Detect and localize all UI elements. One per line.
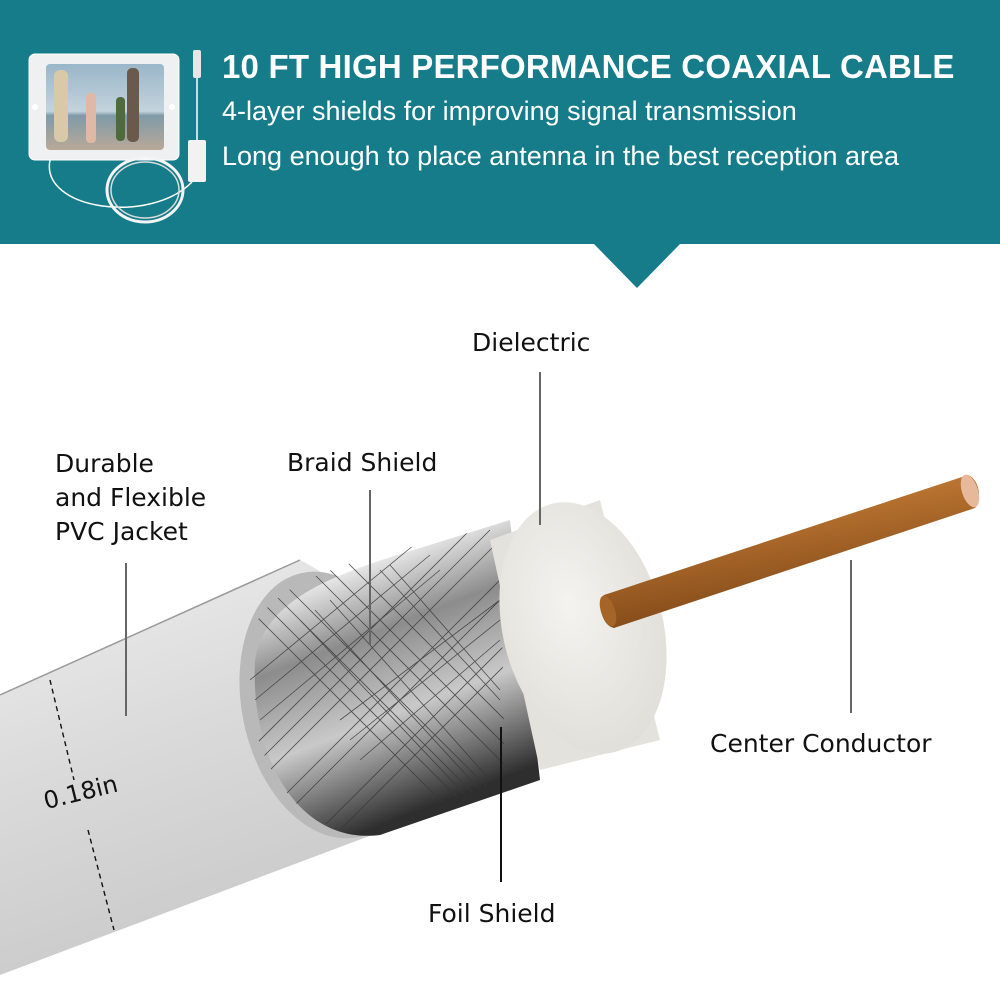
label-braid-shield: Braid Shield	[287, 448, 438, 477]
braid-shield-mesh	[250, 525, 505, 831]
banner-title: 10 FT HIGH PERFORMANCE COAXIAL CABLE	[222, 48, 955, 85]
leader-line-center	[850, 560, 852, 713]
product-thumbnail-image	[28, 50, 206, 224]
center-conductor	[600, 475, 980, 628]
label-center-conductor: Center Conductor	[710, 729, 932, 758]
label-dielectric: Dielectric	[472, 328, 591, 357]
dielectric	[499, 502, 667, 754]
label-pvc-jacket: Durable and Flexible PVC Jacket	[55, 447, 206, 549]
banner-feature-line-1: 4-layer shields for improving signal tra…	[222, 96, 797, 126]
banner-feature-line-2: Long enough to place antenna in the best…	[222, 141, 900, 171]
label-pvc-jacket-line-2: and Flexible	[55, 483, 207, 512]
label-pvc-jacket-line-3: PVC Jacket	[55, 517, 188, 546]
dimension-line-top	[49, 679, 75, 781]
banner-pointer-arrow	[593, 243, 681, 288]
foil-shield	[254, 520, 540, 836]
leader-line-dielectric	[539, 372, 541, 525]
label-foil-shield: Foil Shield	[428, 899, 556, 928]
leader-line-jacket	[125, 563, 127, 716]
label-pvc-jacket-line-1: Durable	[55, 449, 154, 478]
leader-line-foil	[500, 727, 502, 882]
leader-line-braid	[369, 490, 371, 645]
